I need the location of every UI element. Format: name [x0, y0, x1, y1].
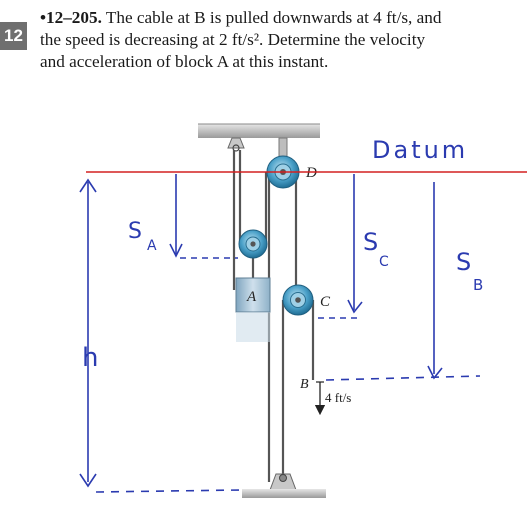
h-label: h: [82, 343, 98, 373]
problem-line-2: the speed is decreasing at 2 ft/s². Dete…: [40, 30, 426, 49]
ceiling-hook: [227, 137, 245, 149]
pulley-d-label: D: [305, 165, 317, 181]
pulley-a: [238, 229, 268, 259]
speed-label: 4 ft/s: [325, 390, 351, 405]
cable-b-label: B: [300, 377, 309, 392]
sc-label: S: [363, 228, 378, 256]
sb-subscript: B: [473, 276, 483, 294]
handwritten-dimensions: [79, 174, 481, 493]
problem-line-3: and acceleration of block A at this inst…: [40, 52, 329, 71]
block-a-label: A: [246, 289, 257, 305]
pulley-c: [282, 284, 314, 316]
problem-line-1: The cable at B is pulled downwards at 4 …: [105, 8, 442, 27]
sc-subscript: C: [379, 254, 389, 270]
block-a: [235, 277, 271, 342]
sa-label: S: [128, 219, 142, 244]
ground-support: [242, 473, 326, 498]
datum-label: Datum: [372, 136, 468, 164]
sa-subscript: A: [147, 238, 157, 254]
problem-statement: •12–205. The cable at B is pulled downwa…: [40, 7, 525, 73]
pulley-c-label: C: [320, 294, 331, 310]
problem-number: •12–205.: [40, 8, 102, 27]
ceiling-support: [198, 124, 320, 138]
chapter-tab: 12: [0, 22, 27, 50]
sb-label: S: [456, 248, 471, 276]
